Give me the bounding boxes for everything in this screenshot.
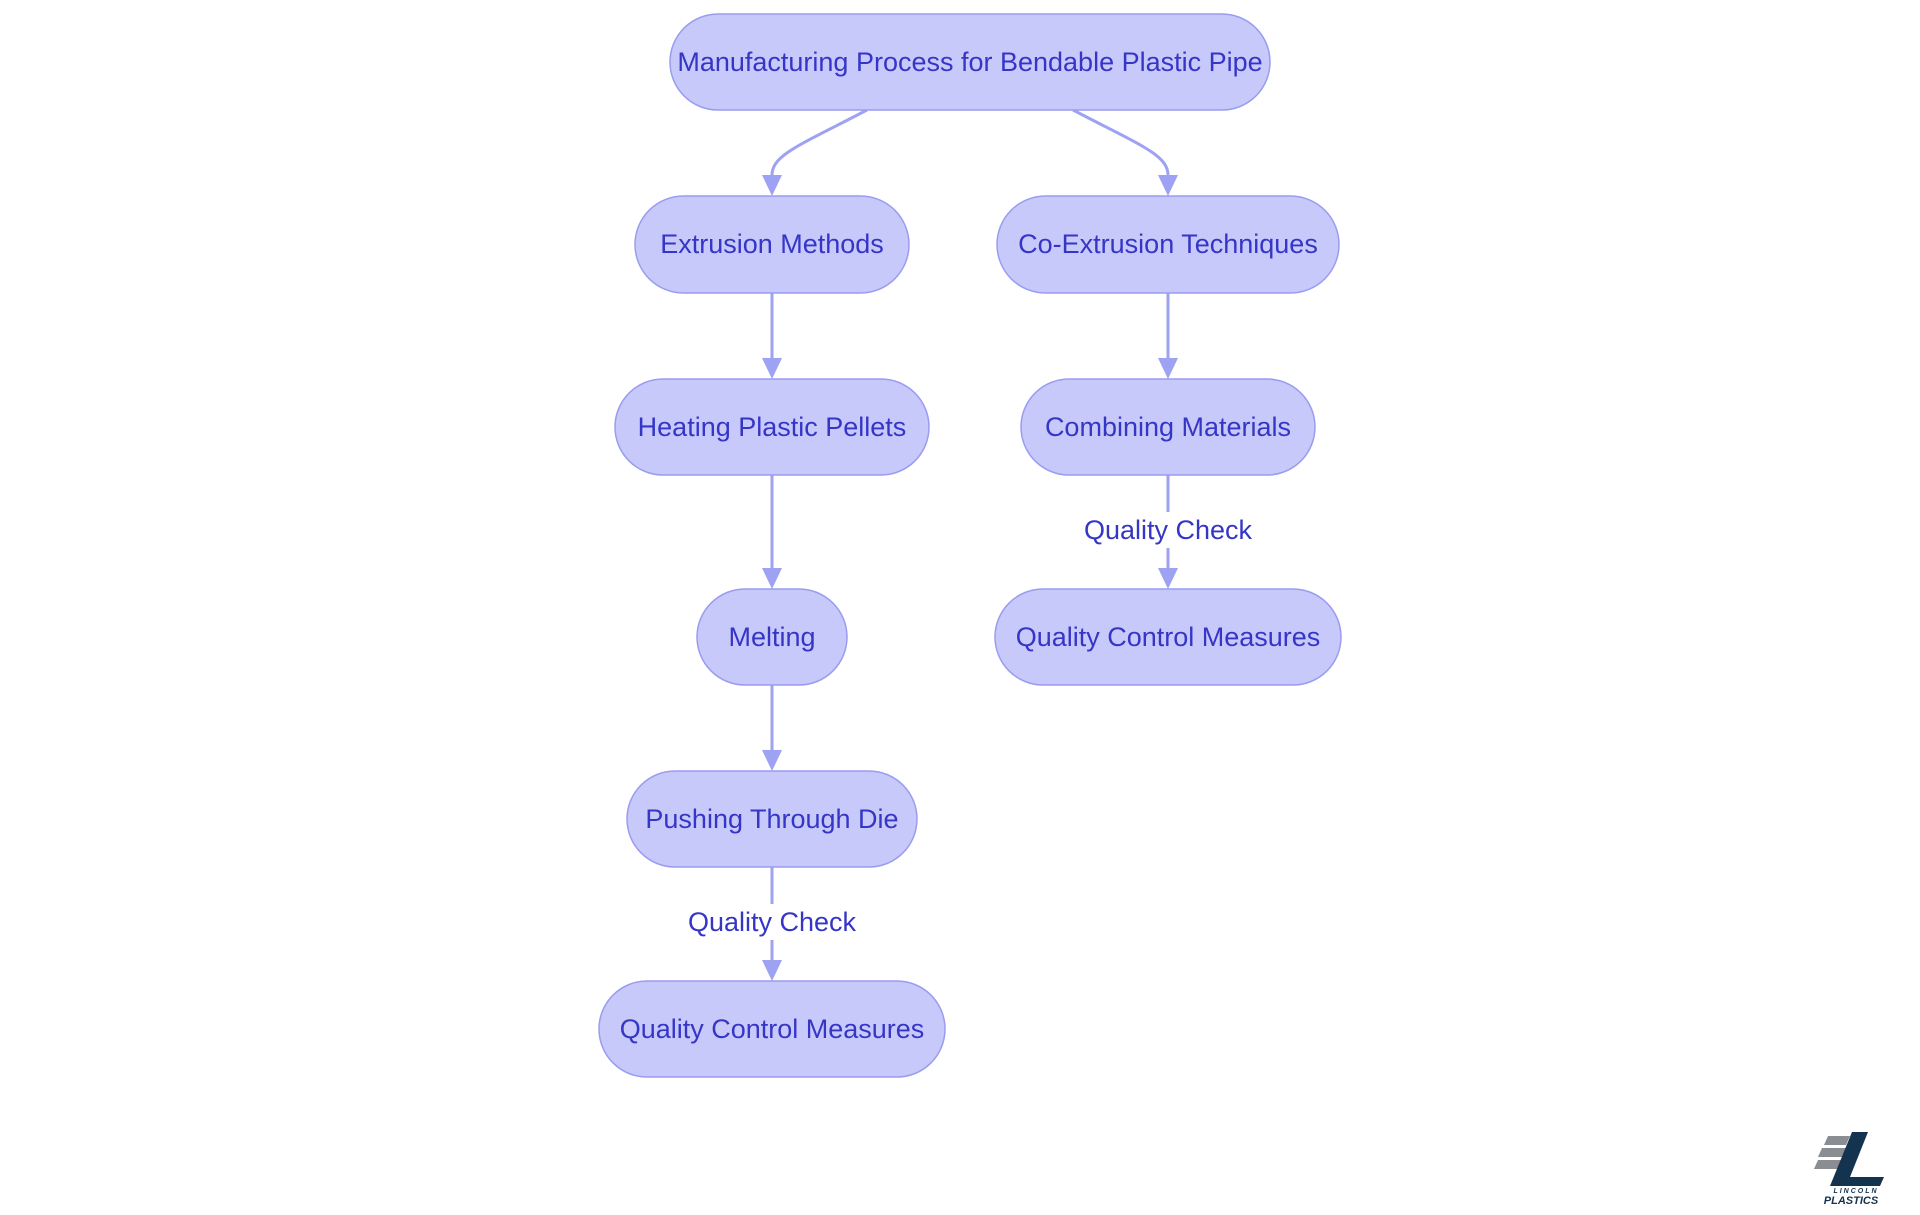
node-combining-materials[interactable]: Combining Materials <box>1020 378 1316 476</box>
node-heating-plastic-pellets-label: Heating Plastic Pellets <box>638 412 907 442</box>
node-extrusion-methods[interactable]: Extrusion Methods <box>634 195 910 294</box>
logo-text-plastics: PLASTICS <box>1824 1195 1879 1207</box>
edge-extrusion-to-heating <box>762 293 782 379</box>
lincoln-plastics-logo: LINCOLN PLASTICS <box>1814 1132 1884 1207</box>
node-root-label: Manufacturing Process for Bendable Plast… <box>677 47 1262 77</box>
node-quality-control-right-label: Quality Control Measures <box>1016 622 1321 652</box>
edge-heating-to-melting <box>762 475 782 589</box>
logo-text-lincoln: LINCOLN <box>1833 1188 1878 1195</box>
node-pushing-through-die[interactable]: Pushing Through Die <box>626 770 918 868</box>
node-melting[interactable]: Melting <box>696 588 848 686</box>
node-quality-control-right[interactable]: Quality Control Measures <box>994 588 1342 686</box>
node-extrusion-methods-label: Extrusion Methods <box>660 229 884 259</box>
edge-melting-to-pushing <box>762 685 782 771</box>
edge-coextrusion-to-combining <box>1158 293 1178 379</box>
node-coextrusion-techniques[interactable]: Co-Extrusion Techniques <box>996 195 1340 294</box>
edge-root-to-coextrusion <box>1072 108 1178 196</box>
node-combining-materials-label: Combining Materials <box>1045 412 1291 442</box>
node-quality-control-left-label: Quality Control Measures <box>620 1014 925 1044</box>
edge-root-to-extrusion <box>762 108 868 196</box>
node-heating-plastic-pellets[interactable]: Heating Plastic Pellets <box>614 378 930 476</box>
edge-label-left: Quality Check <box>688 904 857 940</box>
node-pushing-through-die-label: Pushing Through Die <box>645 804 898 834</box>
edge-label-left-text: Quality Check <box>688 907 857 937</box>
edge-label-right-text: Quality Check <box>1084 515 1253 545</box>
node-quality-control-left[interactable]: Quality Control Measures <box>598 980 946 1078</box>
node-coextrusion-techniques-label: Co-Extrusion Techniques <box>1018 229 1318 259</box>
node-melting-label: Melting <box>728 622 815 652</box>
edge-label-right: Quality Check <box>1084 512 1253 548</box>
node-root[interactable]: Manufacturing Process for Bendable Plast… <box>669 13 1271 111</box>
